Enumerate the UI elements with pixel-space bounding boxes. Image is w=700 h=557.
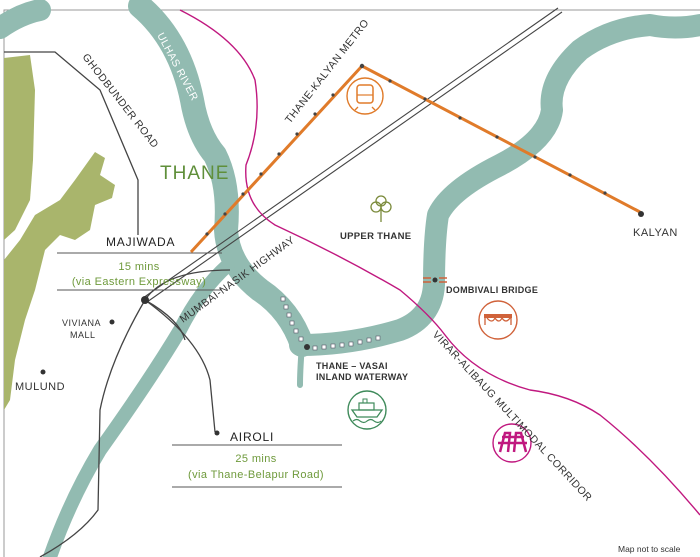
airoli-route: (via Thane-Belapur Road) (188, 469, 324, 481)
city-label: THANE (160, 163, 229, 184)
eastern-expressway (39, 299, 146, 557)
metro-stations (205, 63, 607, 236)
majiwada-time: 15 mins (118, 261, 159, 273)
kalyan-label: KALYAN (633, 227, 678, 239)
green-land (4, 55, 35, 240)
airoli-label: AIROLI (230, 430, 274, 444)
ghodbunder-road (4, 51, 139, 235)
scale-note: Map not to scale (618, 544, 681, 554)
viviana-label: VIVIANA (62, 318, 101, 328)
mumbai-nasik-highway (142, 7, 559, 299)
upper-thane-label: UPPER THANE (340, 231, 411, 242)
ship-icon (347, 390, 387, 430)
waterway-label-2: INLAND WATERWAY (316, 372, 408, 382)
bridge-marker (423, 277, 447, 283)
waterway-markers (280, 296, 381, 351)
corridor-label-part1: VIRAR-ALIBAUG MULTIMODAL CORRIDOR (430, 329, 594, 504)
ghodbunder-label: GHODBUNDER ROAD (80, 51, 161, 150)
waterway-label: THANE – VASAI (316, 361, 388, 371)
airoli-time: 25 mins (235, 453, 276, 465)
tree-icon (370, 195, 392, 222)
majiwada-route: (via Eastern Expressway) (72, 276, 206, 288)
bridge-icon (478, 300, 518, 340)
location-dots (40, 211, 644, 436)
majiwada-label: MAJIWADA (106, 235, 175, 249)
thane-belapur-road (144, 299, 216, 433)
roads (4, 7, 563, 557)
corridor-icon (492, 423, 532, 463)
dombivali-label: DOMBIVALI BRIDGE (446, 285, 538, 295)
virar-alibaug-corridor (179, 9, 700, 516)
viviana-label-2: MALL (70, 330, 96, 340)
mulund-label: MULUND (15, 381, 65, 393)
metro-icon (346, 77, 384, 115)
green-land (4, 152, 115, 410)
